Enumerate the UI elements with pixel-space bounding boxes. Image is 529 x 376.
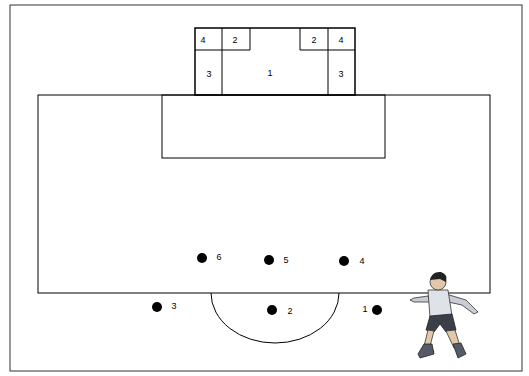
- callout-number: 1: [362, 305, 367, 314]
- callout-number: 3: [206, 70, 211, 79]
- frame: [10, 5, 522, 371]
- callout-number: 4: [359, 257, 364, 266]
- callout-number: 4: [338, 36, 343, 45]
- player-figure: [410, 272, 478, 358]
- player-dots: [152, 253, 382, 315]
- goal-area: [162, 95, 385, 158]
- goal-zone-lines: [195, 28, 355, 95]
- callout-number: 2: [311, 36, 316, 45]
- penalty-area: [38, 95, 490, 293]
- callout-number: 2: [287, 307, 292, 316]
- callout-number: 4: [200, 36, 205, 45]
- goal: [195, 28, 355, 95]
- callout-number: 3: [171, 302, 176, 311]
- callout-number: 6: [216, 253, 221, 262]
- callout-number: 3: [338, 70, 343, 79]
- penalty-arc: [211, 293, 339, 343]
- callout-number: 2: [232, 36, 237, 45]
- callout-number: 5: [283, 256, 288, 265]
- callout-number: 1: [267, 69, 272, 78]
